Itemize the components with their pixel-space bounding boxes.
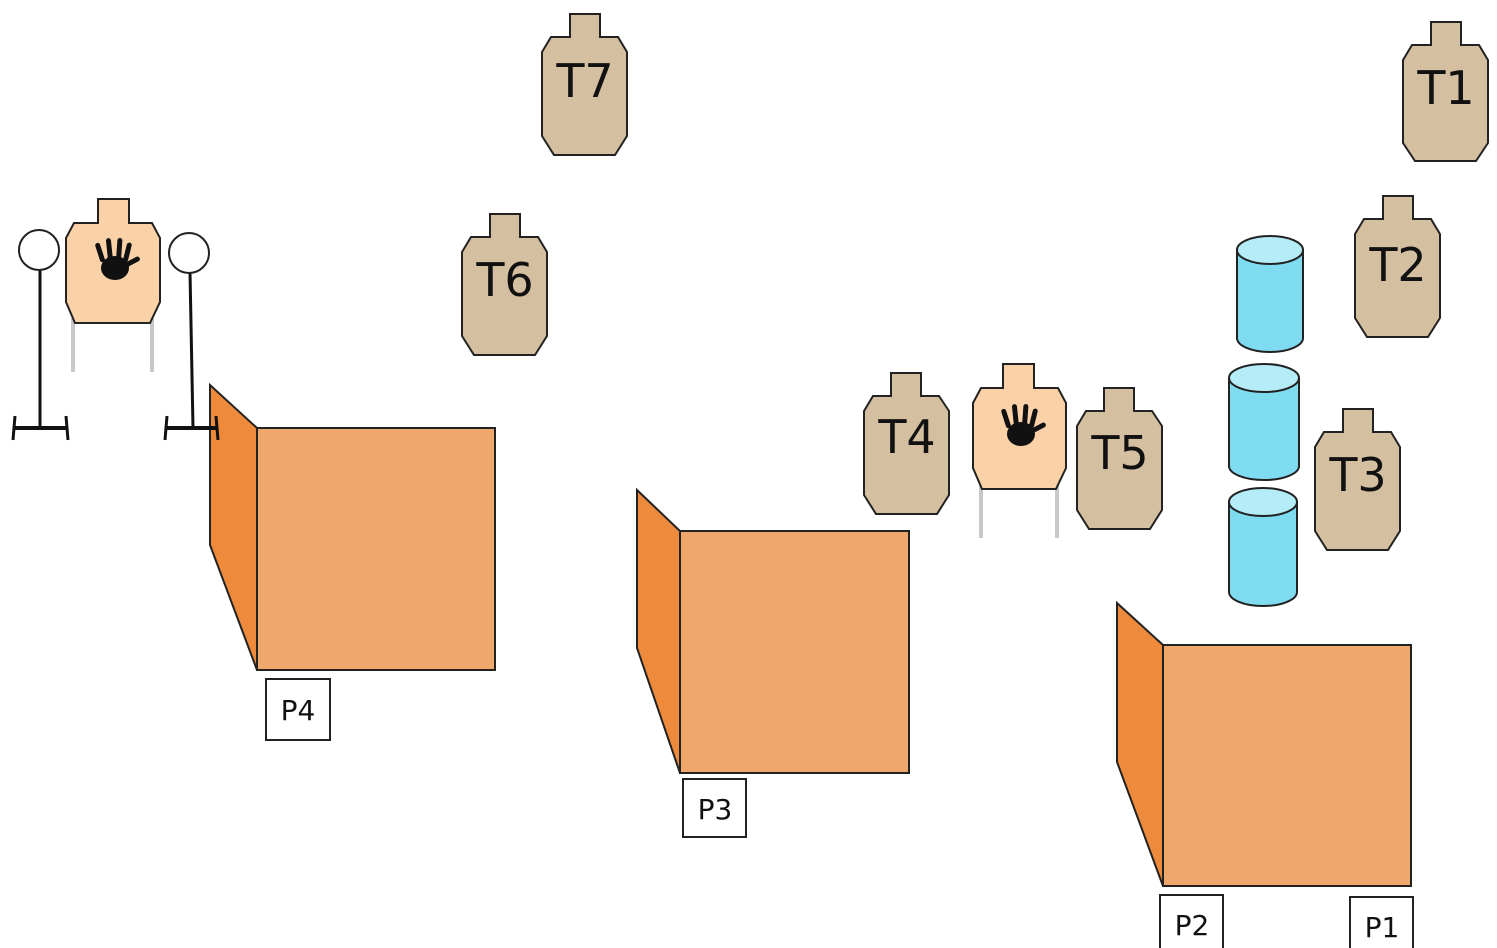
target-label: T1: [1416, 61, 1474, 115]
position-label: P4: [281, 694, 316, 727]
position-label: P3: [698, 793, 733, 826]
target-t4: T4: [863, 372, 950, 515]
target-t3: T3: [1314, 408, 1401, 551]
barrel-icon: [1228, 363, 1300, 481]
barricade-left-face: [256, 427, 496, 671]
target-t7: T7: [541, 13, 628, 156]
barrel-icon: [1228, 487, 1298, 607]
no-shoot-target-left: [65, 198, 161, 372]
position-p1: P1: [1349, 896, 1414, 948]
barricade-middle-face: [679, 530, 910, 774]
position-p4: P4: [265, 678, 331, 741]
steel-plate-icon: [11, 229, 70, 441]
steel-plate-icon: [163, 232, 220, 441]
target-label: T7: [555, 54, 613, 108]
target-label: T4: [877, 410, 935, 464]
target-label: T5: [1090, 426, 1148, 480]
position-label: P2: [1175, 909, 1210, 942]
barrel-icon: [1236, 235, 1304, 353]
target-label: T6: [475, 253, 533, 307]
barricade-right-face: [1162, 644, 1412, 887]
barricade-middle-side: [636, 487, 681, 774]
target-t6: T6: [461, 213, 548, 356]
target-t5: T5: [1076, 387, 1163, 530]
position-p3: P3: [682, 778, 747, 838]
target-t2: T2: [1354, 195, 1441, 338]
position-p2: P2: [1159, 894, 1224, 948]
target-label: T3: [1328, 448, 1386, 502]
barricade-right-side: [1116, 600, 1164, 887]
target-t1: T1: [1402, 21, 1489, 162]
position-label: P1: [1365, 911, 1400, 944]
hand-icon: [1001, 404, 1046, 446]
barricade-right: [1116, 600, 1412, 887]
target-label: T2: [1368, 238, 1426, 292]
no-shoot-target-center: [972, 363, 1067, 538]
barricade-left: [209, 382, 496, 671]
barricade-middle: [636, 487, 910, 774]
hand-icon: [95, 238, 140, 280]
